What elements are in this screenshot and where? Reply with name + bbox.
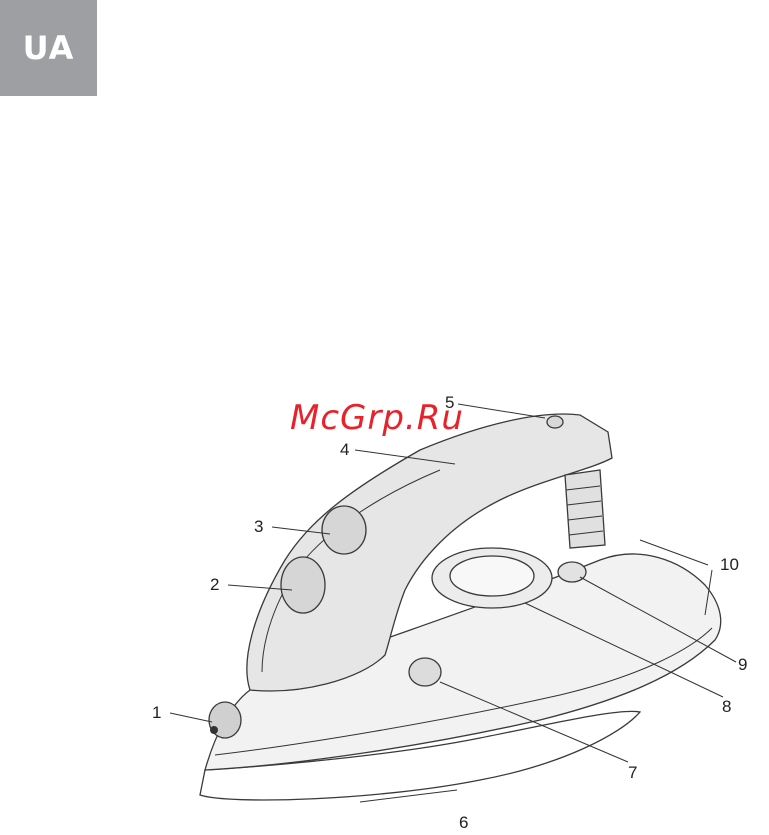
callout-1: 1 (152, 703, 161, 722)
spray-button (322, 506, 366, 554)
callout-6: 6 (459, 813, 468, 832)
steam-button (281, 557, 325, 613)
water-tank-lock (558, 562, 586, 582)
callout-2: 2 (210, 575, 219, 594)
callout-7: 7 (628, 763, 637, 782)
callout-4: 4 (340, 440, 349, 459)
watermark: McGrp.Ru (290, 398, 464, 438)
callout-10: 10 (720, 555, 739, 574)
callout-9: 9 (738, 655, 747, 674)
callout-8: 8 (722, 697, 731, 716)
callout-3: 3 (254, 517, 263, 536)
water-inlet (547, 416, 563, 428)
cord-spring (565, 470, 605, 548)
self-clean-knob (409, 658, 441, 686)
